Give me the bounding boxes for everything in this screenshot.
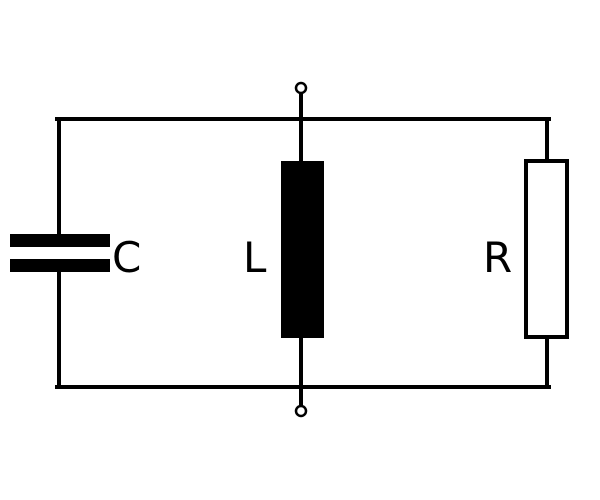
top-terminal	[294, 81, 308, 95]
capacitor-plate-bottom	[10, 259, 110, 272]
inductor-body	[281, 161, 324, 338]
resistor-body	[524, 159, 569, 339]
capacitor-plate-top	[10, 234, 110, 247]
capacitor-label: C	[112, 233, 141, 282]
bottom-terminal	[294, 404, 308, 418]
inductor-label: L	[243, 233, 267, 282]
resistor-label: R	[483, 233, 512, 282]
